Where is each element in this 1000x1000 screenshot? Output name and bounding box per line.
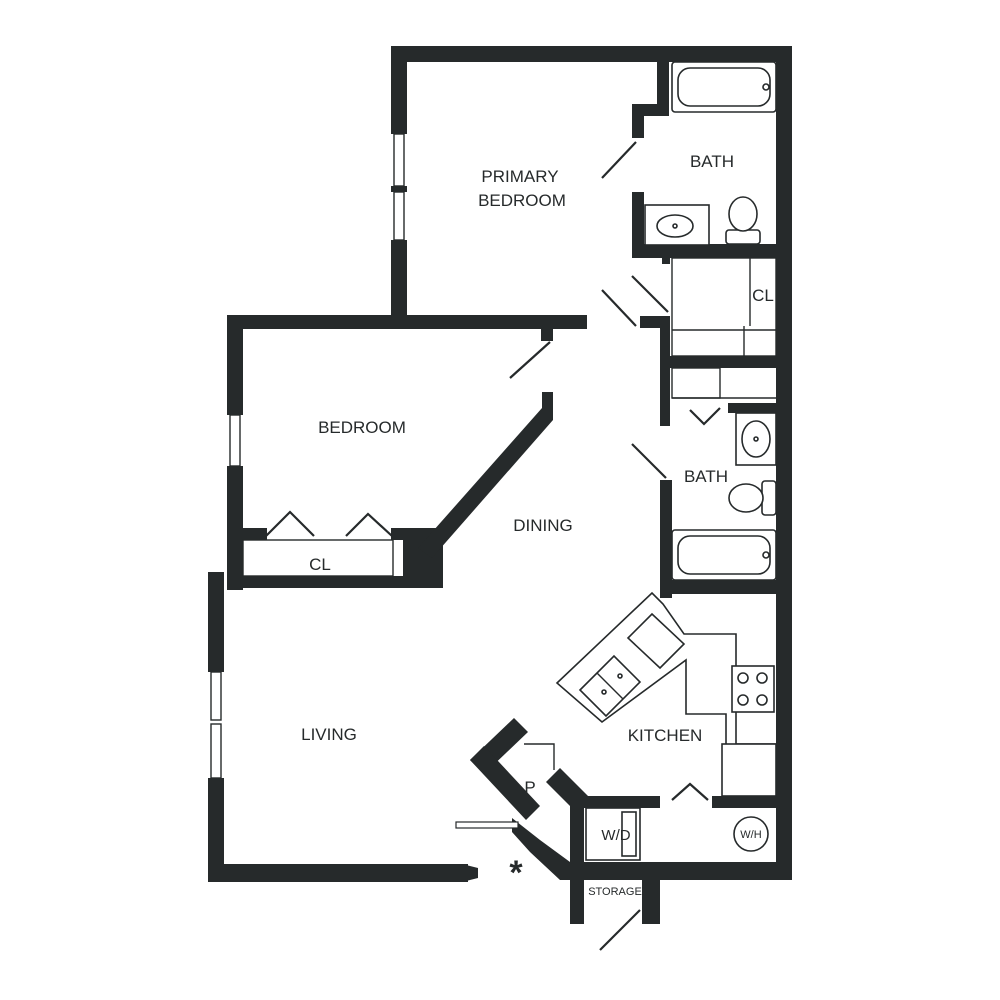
door-primary-bath	[601, 141, 637, 179]
windows	[210, 133, 405, 779]
kitchen-fixtures	[555, 591, 777, 797]
primary-bath-fixtures	[644, 61, 777, 246]
toilet-icon	[728, 196, 758, 232]
label-closet-bedroom: CL	[309, 555, 331, 574]
toilet-tank-icon	[725, 229, 761, 245]
label-washer-dryer: W/D	[601, 827, 630, 844]
label-primary-bedroom-1: PRIMARY	[481, 167, 558, 186]
water-heater-icon	[733, 816, 769, 852]
label-water-heater: W/H	[740, 829, 761, 841]
label-bath-primary: BATH	[690, 152, 734, 171]
room-labels: PRIMARY BEDROOM BATH CL BEDROOM CL BATH …	[301, 152, 774, 898]
bifold-laundry	[671, 782, 709, 801]
interior-lines	[242, 257, 777, 577]
door-entry	[455, 821, 519, 829]
doors	[265, 141, 721, 951]
door-storage	[599, 909, 641, 951]
label-dining: DINING	[513, 516, 573, 535]
label-bedroom: BEDROOM	[318, 418, 406, 437]
dishwasher-icon	[626, 612, 686, 670]
stove-icon	[731, 665, 775, 713]
bifold-bedroom-closet-1	[265, 510, 315, 537]
toilet-icon	[728, 483, 764, 513]
bifold-bedroom-closet-2	[345, 512, 393, 537]
label-primary-bedroom-2: BEDROOM	[478, 191, 566, 210]
label-closet-primary: CL	[752, 286, 774, 305]
door-primary-closet-1	[601, 289, 637, 327]
door-hall-bath	[631, 443, 667, 479]
entry-marker: *	[509, 854, 523, 892]
label-bath-hall: BATH	[684, 467, 728, 486]
laundry-fixtures	[585, 807, 769, 861]
label-pantry: P	[524, 778, 535, 797]
label-living: LIVING	[301, 725, 357, 744]
door-primary-bedroom	[509, 341, 551, 379]
toilet-tank-icon	[761, 480, 777, 516]
label-storage: STORAGE	[588, 886, 642, 898]
hall-bath-fixtures	[671, 412, 777, 581]
pantry-door	[524, 743, 555, 770]
door-primary-closet-2	[631, 275, 669, 313]
refrigerator-icon	[721, 743, 777, 797]
label-kitchen: KITCHEN	[628, 726, 703, 745]
vanity-icon	[644, 204, 710, 246]
bifold-hall-linen	[689, 407, 721, 426]
walls	[208, 46, 792, 924]
